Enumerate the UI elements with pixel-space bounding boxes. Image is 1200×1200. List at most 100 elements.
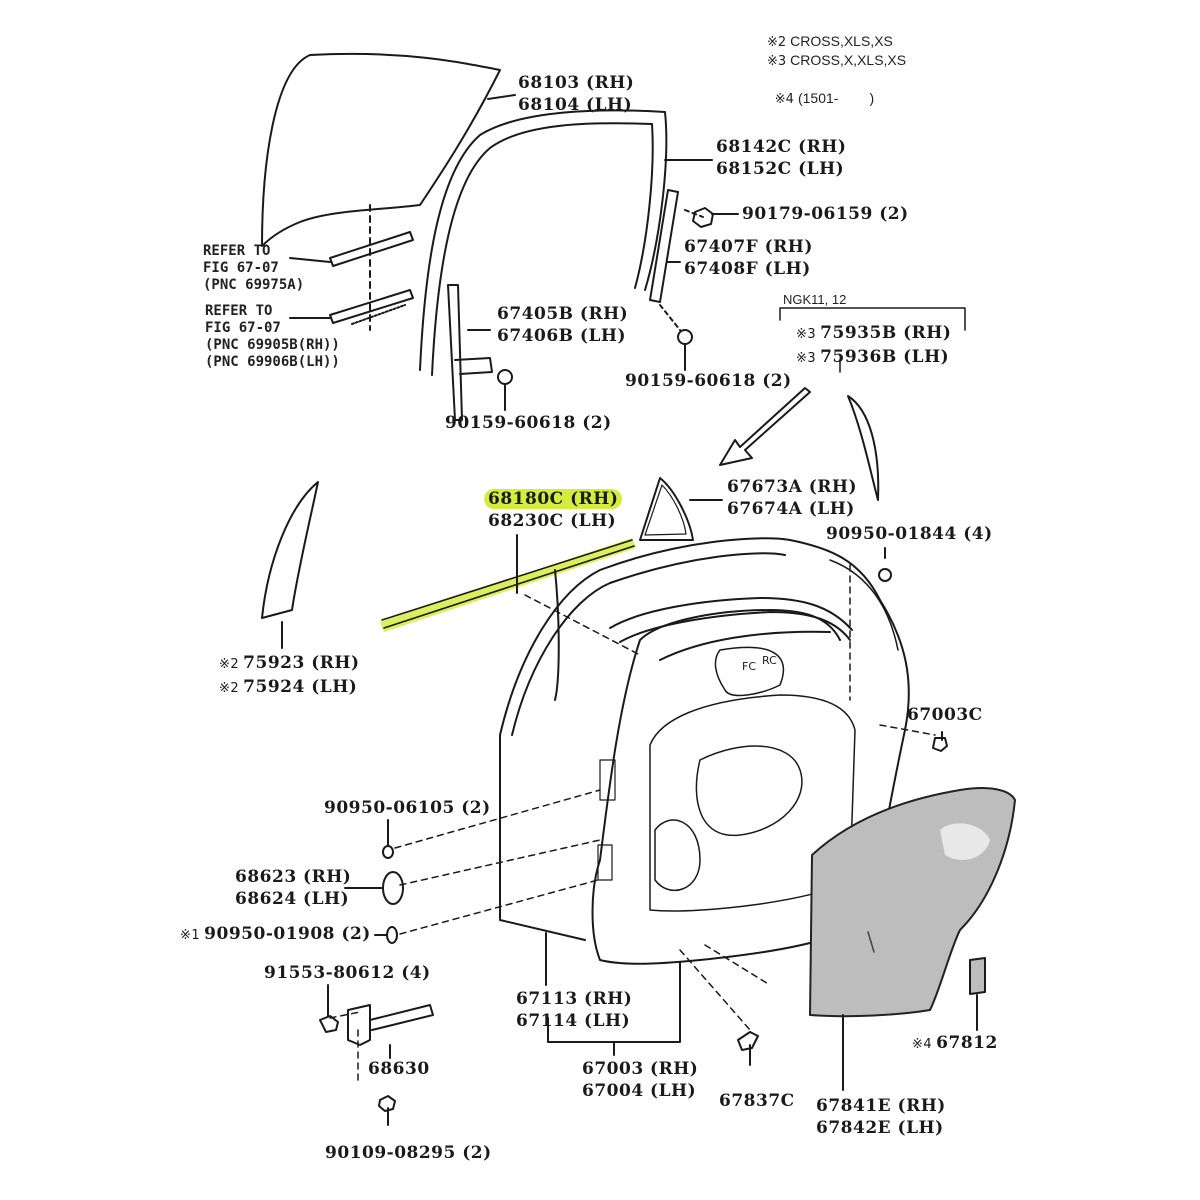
glass-run-channel [419,109,668,371]
ref-line: (PNC 69975A) [203,277,305,293]
plug-90950-01908 [386,926,398,944]
door-check-68630 [347,1004,434,1046]
label-bumper-68623[interactable]: 68623 (RH) 68624 (LH) [235,866,351,910]
part-lh: 68104 (LH) [518,95,633,115]
part-rh: 67407F (RH) [684,237,813,257]
note-mark: ※2 [219,681,240,696]
bolt-91553 [319,1015,339,1033]
part-rh-highlighted: 68180C (RH) [484,489,623,509]
label-plug-67003c[interactable]: 67003C [907,705,983,725]
label-plug-90950-06105[interactable]: 90950-06105 (2) [324,798,491,818]
ref-line: FIG 67-07 [205,320,281,336]
note-text: CROSS,X,XLS,XS [790,52,907,68]
part-lh: 68152C (LH) [716,159,845,179]
label-quarter-glass[interactable]: 67673A (RH) 67674A (LH) [727,476,857,520]
refer-fig-69905b[interactable]: REFER TO FIG 67-07 (PNC 69905B(RH)) (PNC… [205,303,340,371]
part-number: 75924 (LH) [243,677,358,697]
label-rear-channel[interactable]: 67407F (RH) 67408F (LH) [684,236,813,280]
part-lh: 67674A (LH) [727,499,855,519]
door-glass [261,52,501,247]
part-number: 67812 [936,1033,998,1053]
part-rh: 67673A (RH) [727,477,858,497]
refer-fig-69975a[interactable]: REFER TO FIG 67-07 (PNC 69975A) [203,243,304,294]
garnish-75923 [261,481,319,619]
leader-glass [487,94,516,100]
label-clip-67837c[interactable]: 67837C [719,1091,795,1111]
ref-line: (PNC 69905B(RH)) [205,337,340,353]
plug-90950-06105 [382,845,394,859]
ref-line: REFER TO [205,303,273,319]
label-bolt-90109[interactable]: 90109-08295 (2) [325,1143,492,1163]
direction-arrow [719,387,811,466]
note-mark: ※2 [767,35,787,50]
part-lh: 67408F (LH) [684,259,811,279]
part-rh: 67003 (RH) [582,1059,699,1079]
ref-line: (PNC 69906B(LH)) [205,354,340,370]
part-number: 75936B (LH) [820,347,950,367]
label-cover-67841e[interactable]: 67841E (RH) 67842E (LH) [816,1095,946,1139]
part-lh: 67004 (LH) [582,1081,697,1101]
label-glass[interactable]: 68103 (RH) 68104 (LH) [518,72,634,116]
door-stamp-b: RC [762,654,777,667]
note-text: (1501- ) [797,90,875,106]
legend-note-4: ※4(1501- ) [767,70,874,109]
label-weatherstrip[interactable]: 68180C (RH) 68230C (LH) [484,488,623,532]
note-mark: ※4 [912,1037,933,1052]
rail-upper [329,231,414,267]
label-bolt-90179[interactable]: 90179-06159 (2) [742,204,909,224]
part-rh: 68142C (RH) [716,137,847,157]
quarter-glass [639,477,694,541]
ref-line: REFER TO [203,243,271,259]
pad-67812 [969,957,986,995]
dashed-connectors [329,564,936,1086]
note-mark: ※1 [180,928,201,943]
label-door-check-68630[interactable]: 68630 [368,1059,430,1079]
clip-90950-01844 [878,568,892,582]
ref-line: FIG 67-07 [203,260,279,276]
garnish-75935 [847,395,880,501]
part-rh: 67841E (RH) [816,1096,946,1116]
label-front-channel[interactable]: 67405B (RH) 67406B (LH) [497,303,628,347]
note-mark: ※3 [796,327,817,342]
label-bolt-90159-b[interactable]: 90159-60618 (2) [625,371,792,391]
part-number: 75935B (RH) [820,323,952,343]
part-rh: 67113 (RH) [516,989,633,1009]
label-bolt-91553[interactable]: 91553-80612 (4) [264,963,431,983]
part-number: 90950-01908 (2) [204,924,371,944]
door-stamp-a: FC [742,660,756,673]
group-label-ngk: NGK11, 12 [783,292,847,307]
note-mark: ※2 [219,657,240,672]
part-rh: 68103 (RH) [518,73,635,93]
group-bracket [779,307,966,331]
bumper-68623 [382,871,404,905]
part-lh: 68230C (LH) [488,511,617,531]
bolt-90159-a [497,369,513,385]
bolt-90179 [692,207,714,228]
part-lh: 67406B (LH) [497,326,627,346]
label-weatherstrip-67113[interactable]: 67113 (RH) 67114 (LH) [516,988,632,1032]
weatherstrip-belt [381,539,635,629]
rail-lower [329,289,414,324]
part-rh: 67405B (RH) [497,304,629,324]
label-clip-90950-01844[interactable]: 90950-01844 (4) [826,524,993,544]
part-number: 75923 (RH) [243,653,360,673]
part-lh: 67842E (LH) [816,1118,944,1138]
part-lh: 67114 (LH) [516,1011,631,1031]
bolt-90159-b [677,329,693,345]
label-run-channel[interactable]: 68142C (RH) 68152C (LH) [716,136,846,180]
rear-channel [649,189,679,303]
part-lh: 68624 (LH) [235,889,350,909]
label-door-panel[interactable]: 67003 (RH) 67004 (LH) [582,1058,698,1102]
label-bolt-90159-a[interactable]: 90159-60618 (2) [445,413,612,433]
weatherstrip-highlight [380,538,636,632]
